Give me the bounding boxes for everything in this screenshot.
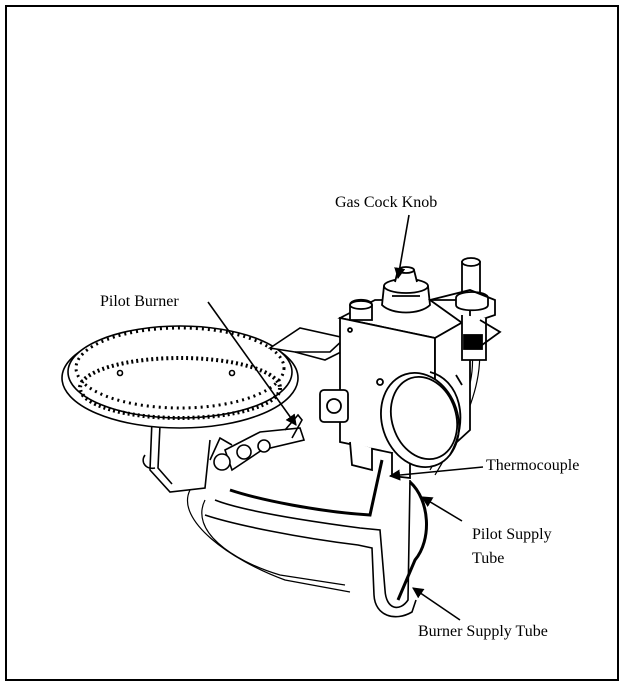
gas-cock-knob [381,266,431,314]
label-gas-cock-knob: Gas Cock Knob [335,194,437,211]
leader-pilot-supply-tube [421,496,463,522]
igniter-housing [427,257,502,361]
label-pilot-burner: Pilot Burner [100,293,179,310]
leader-lines [207,214,484,621]
label-burner-supply-tube: Burner Supply Tube [418,623,548,640]
pilot-burner [209,327,347,472]
leader-pilot-burner [207,301,297,426]
burner-assembly [61,325,299,493]
label-pilot-supply-tube-line1: Pilot Supply [472,526,552,543]
pilot-button [349,298,373,321]
leader-gas-cock-knob [394,214,410,280]
diagram-frame [5,5,619,681]
label-thermocouple: Thermocouple [486,457,579,474]
leader-burner-supply-tube [412,587,461,621]
leader-thermocouple [388,466,484,481]
label-pilot-supply-tube-line2: Tube [472,550,504,567]
temperature-dial [380,371,463,469]
